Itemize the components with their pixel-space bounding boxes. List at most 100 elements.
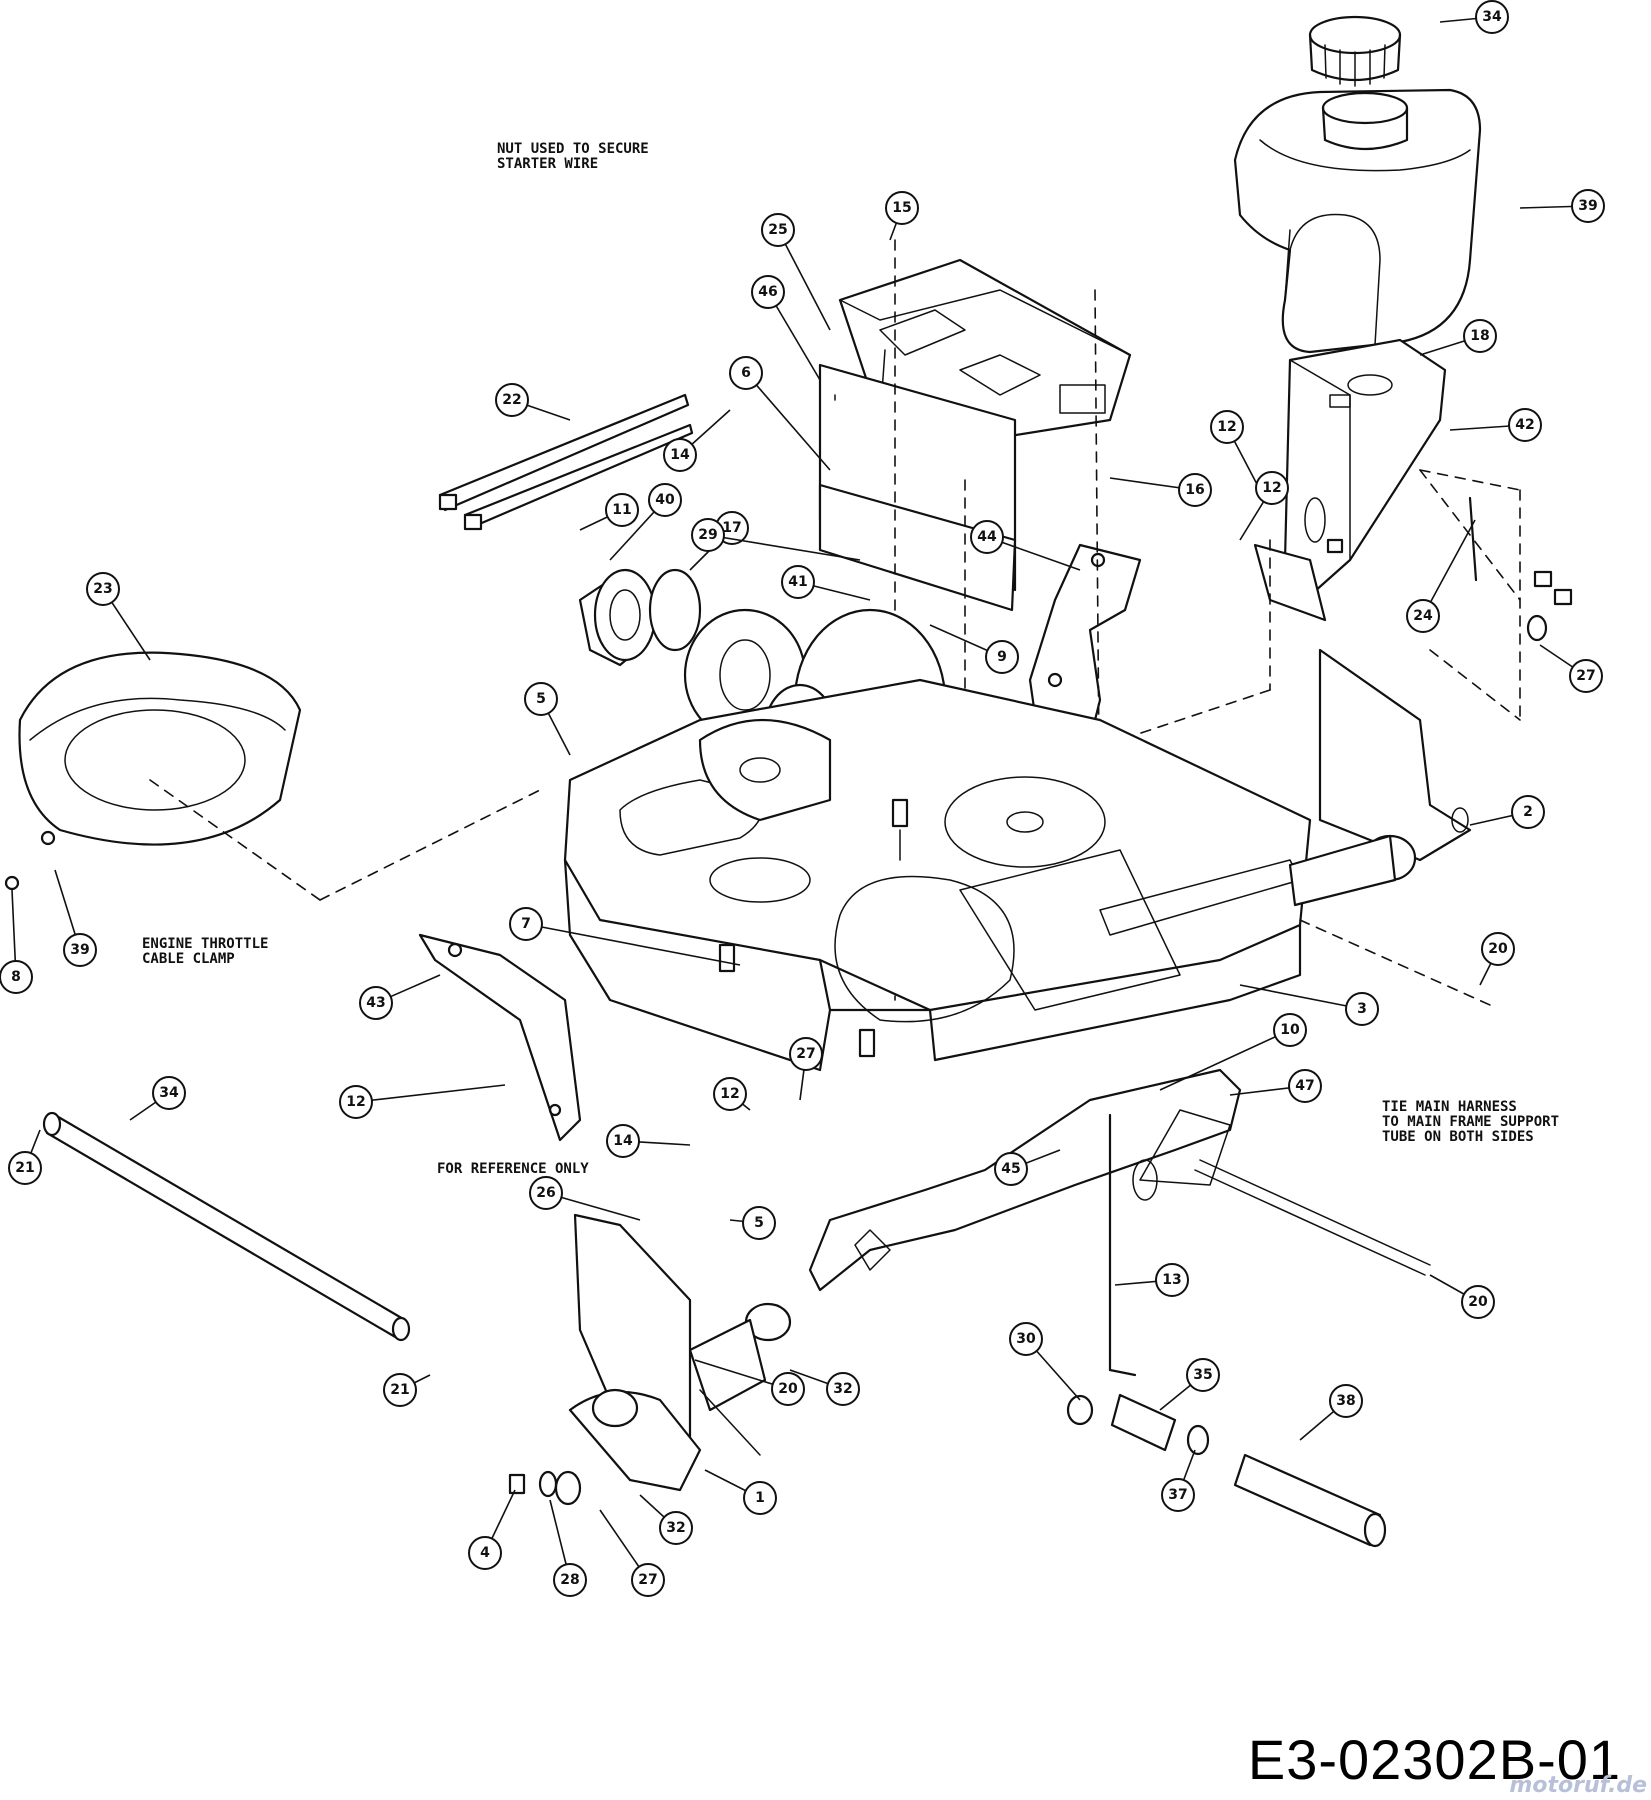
callout-label: 42 <box>1515 417 1534 433</box>
callout-label: 21 <box>390 1382 409 1398</box>
callout-label: 34 <box>159 1085 179 1101</box>
callout-4: 4 <box>468 1489 516 1570</box>
callout-label: 5 <box>536 691 546 707</box>
callout-label: 7 <box>521 916 531 932</box>
callout-label: 12 <box>346 1094 365 1110</box>
callout-label: 20 <box>778 1381 798 1397</box>
callout-9: 9 <box>929 624 1019 674</box>
spindle-bracket <box>508 1213 792 1506</box>
callout-34: 34 <box>1439 0 1509 34</box>
callout-label: 29 <box>698 527 717 543</box>
callout-label: 9 <box>997 649 1007 665</box>
callout-label: 20 <box>1488 941 1508 957</box>
callout-label: 8 <box>11 969 21 985</box>
callout-label: 12 <box>720 1086 739 1102</box>
callout-label: 12 <box>1262 480 1281 496</box>
callout-label: 39 <box>1578 198 1597 214</box>
callout-label: 14 <box>613 1133 633 1149</box>
fuel-cap <box>1308 15 1402 87</box>
callout-label: 27 <box>1576 668 1595 684</box>
watermark: motoruf.de <box>1509 1773 1647 1798</box>
callout-28: 28 <box>549 1499 587 1597</box>
callout-27: 27 <box>1539 644 1603 693</box>
callout-5: 5 <box>524 682 571 756</box>
battery-tray <box>818 363 1017 612</box>
callout-label: 14 <box>670 447 690 463</box>
callout-30: 30 <box>1009 1322 1081 1401</box>
callout-label: 1 <box>755 1490 765 1506</box>
callout-label: 16 <box>1185 482 1204 498</box>
callout-39: 39 <box>1519 189 1605 223</box>
callout-35: 35 <box>1159 1358 1220 1411</box>
callout-label: 32 <box>666 1520 685 1536</box>
callout-12: 12 <box>713 1077 751 1111</box>
fuel-tank-bracket <box>1253 338 1447 622</box>
callout-label: 37 <box>1168 1487 1187 1503</box>
cover-shield <box>4 651 302 891</box>
callout-14: 14 <box>663 409 731 472</box>
callout-38: 38 <box>1299 1384 1363 1441</box>
callout-20: 20 <box>694 1359 805 1406</box>
callout-label: 41 <box>788 574 807 590</box>
callout-label: 28 <box>560 1572 579 1588</box>
callout-12: 12 <box>1210 410 1261 491</box>
callout-label: 2 <box>1523 804 1533 820</box>
callout-label: 26 <box>536 1185 555 1201</box>
callout-27: 27 <box>789 1037 823 1101</box>
callout-label: 43 <box>366 995 385 1011</box>
callout-label: 15 <box>892 200 911 216</box>
callout-26: 26 <box>529 1176 641 1221</box>
callout-label: 40 <box>655 492 675 508</box>
callout-label: 34 <box>1482 9 1502 25</box>
callout-24: 24 <box>1406 519 1476 633</box>
callout-34: 34 <box>129 1076 186 1121</box>
cable-ties <box>438 393 694 531</box>
front-hanger-bracket <box>418 933 582 1142</box>
callout-label: 10 <box>1280 1022 1300 1038</box>
callout-39: 39 <box>54 869 97 967</box>
callout-21: 21 <box>383 1373 431 1407</box>
callout-label: 45 <box>1001 1161 1020 1177</box>
callout-label: 47 <box>1295 1078 1314 1094</box>
note-reference-only: FOR REFERENCE ONLY <box>437 1161 589 1177</box>
callout-label: 4 <box>480 1545 490 1561</box>
callout-47: 47 <box>1229 1069 1322 1103</box>
callout-8: 8 <box>0 889 33 994</box>
callout-22: 22 <box>495 383 571 421</box>
callout-40: 40 <box>609 483 682 561</box>
callout-37: 37 <box>1161 1449 1196 1512</box>
callout-20: 20 <box>1479 932 1515 986</box>
callout-label: 25 <box>768 222 787 238</box>
callout-2: 2 <box>1469 795 1545 829</box>
rear-support <box>1288 648 1472 907</box>
callout-label: 46 <box>758 284 777 300</box>
callout-label: 30 <box>1016 1331 1036 1347</box>
callout-1: 1 <box>704 1469 777 1515</box>
callout-41: 41 <box>781 565 871 601</box>
callout-label: 6 <box>741 365 751 381</box>
callout-44: 44 <box>970 520 1081 571</box>
callout-15: 15 <box>885 191 919 241</box>
callout-46: 46 <box>751 275 821 381</box>
callout-16: 16 <box>1109 473 1212 507</box>
callout-label: 5 <box>754 1215 764 1231</box>
callout-18: 18 <box>1419 319 1497 356</box>
callout-27: 27 <box>599 1509 665 1597</box>
callout-29: 29 <box>691 518 861 561</box>
callout-label: 38 <box>1336 1393 1355 1409</box>
callout-42: 42 <box>1449 408 1542 442</box>
callout-label: 13 <box>1162 1272 1181 1288</box>
fuel-tank <box>1233 88 1482 354</box>
callout-label: 24 <box>1413 608 1433 624</box>
callout-label: 39 <box>70 942 89 958</box>
callout-43: 43 <box>359 974 441 1020</box>
drawing-number: E3-02302B-01 <box>1247 1728 1621 1791</box>
lower-frame-plate <box>808 1068 1242 1292</box>
callout-label: 35 <box>1193 1367 1212 1383</box>
callout-12: 12 <box>1239 471 1289 541</box>
